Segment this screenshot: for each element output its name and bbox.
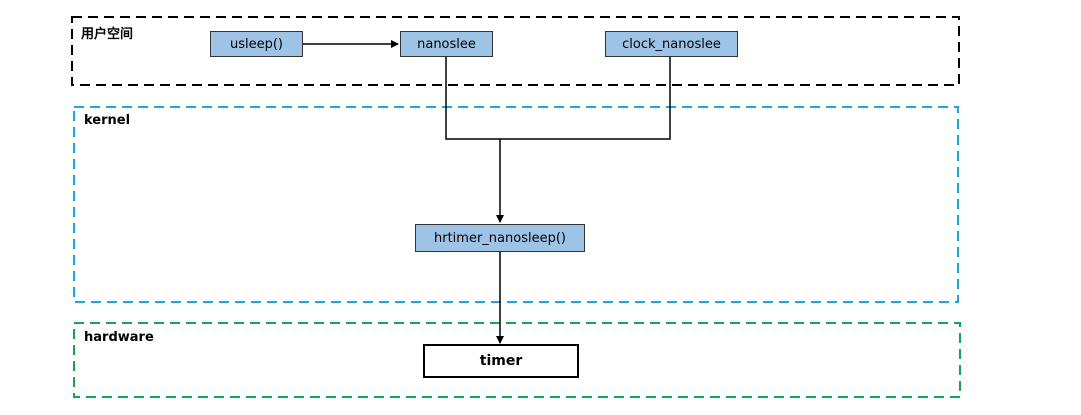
kernel-label: kernel bbox=[84, 113, 131, 128]
clock-nanosleep-connector bbox=[500, 57, 671, 140]
timer-node: timer bbox=[423, 344, 579, 378]
user-space-label: 用户空间 bbox=[81, 27, 134, 42]
clock-nanosleep-node: clock_nanoslee bbox=[605, 31, 738, 57]
hardware-label: hardware bbox=[84, 330, 154, 345]
usleep-node: usleep() bbox=[210, 31, 303, 57]
nanosleep-node: nanoslee bbox=[400, 31, 493, 57]
hrtimer-nanosleep-node: hrtimer_nanosleep() bbox=[415, 224, 585, 252]
kernel-boundary bbox=[73, 106, 959, 303]
nanosleep-connector bbox=[445, 57, 500, 140]
user-space-boundary bbox=[71, 16, 960, 86]
